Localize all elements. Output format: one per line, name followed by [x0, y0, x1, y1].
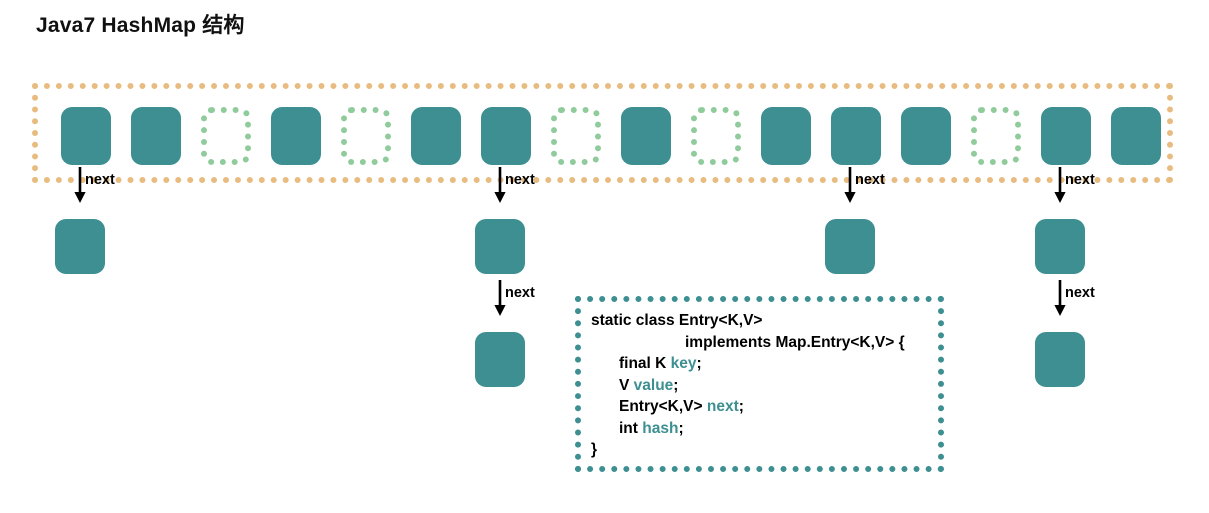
code-token: ;	[673, 376, 679, 394]
next-pointer-arrow: next	[491, 280, 537, 324]
next-pointer-arrow: next	[1051, 280, 1097, 324]
next-pointer-arrow: next	[491, 167, 537, 211]
entry-node[interactable]	[825, 219, 875, 274]
code-line-4: Entry<K,V> next;	[591, 396, 932, 418]
entry-node[interactable]	[475, 332, 525, 387]
code-line-0: static class Entry<K,V>	[591, 310, 932, 332]
bucket-slot-15[interactable]	[1111, 107, 1161, 165]
code-field-name: key	[670, 355, 697, 372]
bucket-slot-8[interactable]	[621, 107, 671, 165]
code-line-2: final K key;	[591, 353, 932, 375]
bucket-slot-12[interactable]	[901, 107, 951, 165]
code-token: Entry<K,V>	[619, 398, 707, 415]
code-field-name: value	[633, 376, 674, 394]
next-pointer-arrow: next	[841, 167, 887, 211]
next-pointer-arrow: next	[71, 167, 117, 211]
code-token: }	[591, 441, 598, 458]
code-field-name: hash	[642, 419, 679, 437]
code-line-5: int hash;	[591, 418, 932, 440]
bucket-slot-5[interactable]	[411, 107, 461, 165]
code-token: V	[619, 376, 634, 394]
next-pointer-label: next	[855, 172, 885, 188]
code-token: ;	[738, 398, 744, 415]
code-token: static class Entry<K,V>	[591, 312, 763, 329]
bucket-slot-11[interactable]	[831, 107, 881, 165]
code-token: implements Map.Entry<K,V> {	[685, 333, 905, 351]
next-pointer-label: next	[1065, 285, 1095, 301]
code-token: int	[619, 419, 643, 437]
bucket-slot-7[interactable]	[551, 107, 601, 165]
entry-node[interactable]	[1035, 332, 1085, 387]
bucket-slot-3[interactable]	[271, 107, 321, 165]
hashmap-bucket-array	[32, 83, 1173, 183]
bucket-slot-0[interactable]	[61, 107, 111, 165]
next-pointer-arrow: next	[1051, 167, 1097, 211]
entry-node[interactable]	[55, 219, 105, 274]
bucket-slot-4[interactable]	[341, 107, 391, 165]
code-token: final K	[619, 355, 671, 372]
code-token: ;	[678, 419, 684, 437]
bucket-slot-14[interactable]	[1041, 107, 1091, 165]
next-pointer-label: next	[1065, 172, 1095, 188]
code-field-name: next	[706, 398, 739, 415]
next-pointer-label: next	[505, 172, 535, 188]
entry-node[interactable]	[475, 219, 525, 274]
code-line-3: V value;	[591, 375, 932, 397]
code-token: ;	[696, 355, 702, 372]
bucket-slot-2[interactable]	[201, 107, 251, 165]
next-pointer-label: next	[505, 285, 535, 301]
entry-class-code-block: static class Entry<K,V> implements Map.En…	[575, 296, 944, 472]
entry-node[interactable]	[1035, 219, 1085, 274]
bucket-slot-13[interactable]	[971, 107, 1021, 165]
next-pointer-label: next	[85, 172, 115, 188]
bucket-slot-6[interactable]	[481, 107, 531, 165]
bucket-slot-9[interactable]	[691, 107, 741, 165]
bucket-slot-10[interactable]	[761, 107, 811, 165]
code-line-1: implements Map.Entry<K,V> {	[591, 332, 932, 354]
bucket-slot-1[interactable]	[131, 107, 181, 165]
code-line-6: }	[591, 439, 932, 461]
page-title: Java7 HashMap 结构	[36, 14, 245, 37]
